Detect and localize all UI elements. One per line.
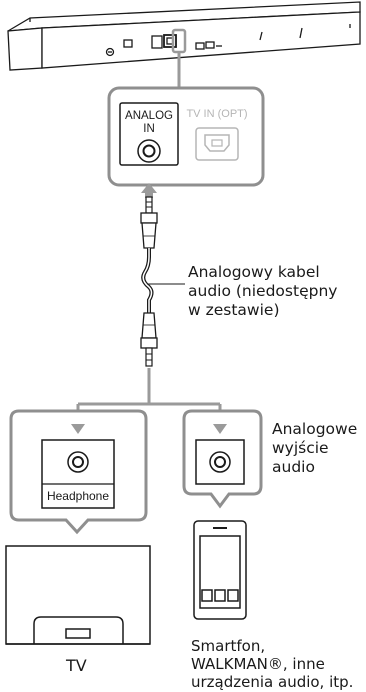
- audio-output-caption-line2: wyjście: [272, 439, 329, 457]
- smartphone-caption-line1: Smartfon,: [191, 637, 266, 655]
- port-callout-lines: [171, 28, 187, 88]
- smartphone-caption: Smartfon, WALKMAN®, inne urządzenia audi…: [191, 637, 353, 691]
- analog-in-label-line2: IN: [143, 123, 155, 135]
- cable-caption-line1: Analogowy kabel: [188, 263, 320, 281]
- cable-caption: Analogowy kabel audio (niedostępny w zes…: [188, 263, 337, 320]
- tv-in-opt-label: TV IN (OPT): [186, 108, 247, 120]
- tv-label: TV: [66, 656, 87, 675]
- soundbar-port-panel: ANALOG IN TV IN (OPT): [107, 86, 265, 187]
- smartphone-caption-line2: WALKMAN®, inne: [191, 655, 325, 673]
- tv-illustration: [5, 545, 151, 645]
- cable-caption-line3: w zestawie): [188, 301, 280, 319]
- audio-output-caption-line1: Analogowe: [272, 420, 358, 438]
- smartphone-illustration: [193, 520, 247, 620]
- soundbar: [7, 1, 361, 71]
- analog-audio-cable: [140, 183, 185, 367]
- smartphone-caption-line3: urządzenia audio, itp.: [191, 673, 354, 691]
- analog-in-port-frame: [119, 102, 179, 166]
- tv-port-panel: Headphone: [9, 409, 148, 535]
- cable-caption-line2: audio (niedostępny: [188, 282, 338, 300]
- device-port-panel: [182, 409, 263, 509]
- optical-port-icon: [195, 127, 239, 161]
- audio-output-caption-line3: audio: [272, 458, 315, 476]
- audio-output-caption: Analogowe wyjście audio: [272, 420, 357, 477]
- tv-headphone-label: Headphone: [47, 489, 109, 503]
- analog-in-label-line1: ANALOG: [125, 110, 173, 122]
